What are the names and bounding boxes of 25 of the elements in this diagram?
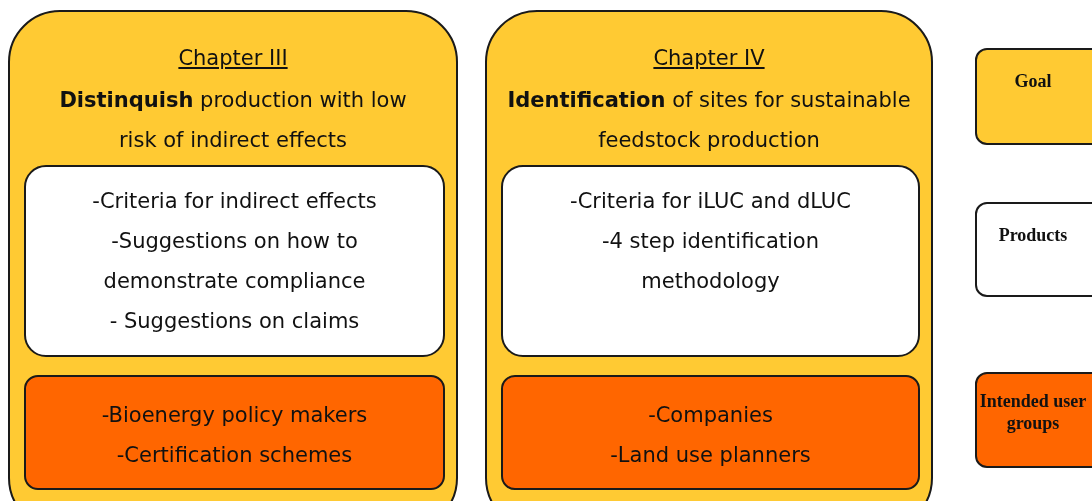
chapter-card (485, 10, 933, 501)
category-label: Intended user groups (978, 390, 1088, 434)
products-box (24, 165, 445, 357)
user-groups-box (501, 375, 920, 490)
category-label: Goal (1013, 70, 1053, 92)
chapter-heading: Chapter III (178, 45, 288, 72)
user-group-item: -Companies (648, 402, 773, 429)
category-box (975, 48, 1092, 145)
product-item: -Criteria for iLUC and dLUC (570, 188, 851, 215)
product-item: -Criteria for indirect effects (92, 188, 377, 215)
user-group-item: -Land use planners (610, 442, 811, 469)
category-box (975, 202, 1092, 297)
product-item: -Suggestions on how to demonstrate compliance (102, 228, 367, 295)
chapter-goal: Identification of sites for sustainable feedstock production (506, 87, 912, 154)
category-box (975, 372, 1092, 468)
chapter-heading: Chapter IV (653, 45, 765, 72)
product-item: -4 step identification methodology (600, 228, 820, 295)
user-group-item: -Certification schemes (116, 442, 353, 469)
products-box (501, 165, 920, 357)
user-groups-box (24, 375, 445, 490)
chapter-card (8, 10, 458, 501)
category-label: Products (997, 224, 1069, 246)
product-item: - Suggestions on claims (109, 308, 360, 335)
user-group-item: -Bioenergy policy makers (101, 402, 368, 429)
chapter-goal: Distinquish production with low risk of indirect effects (58, 87, 408, 154)
